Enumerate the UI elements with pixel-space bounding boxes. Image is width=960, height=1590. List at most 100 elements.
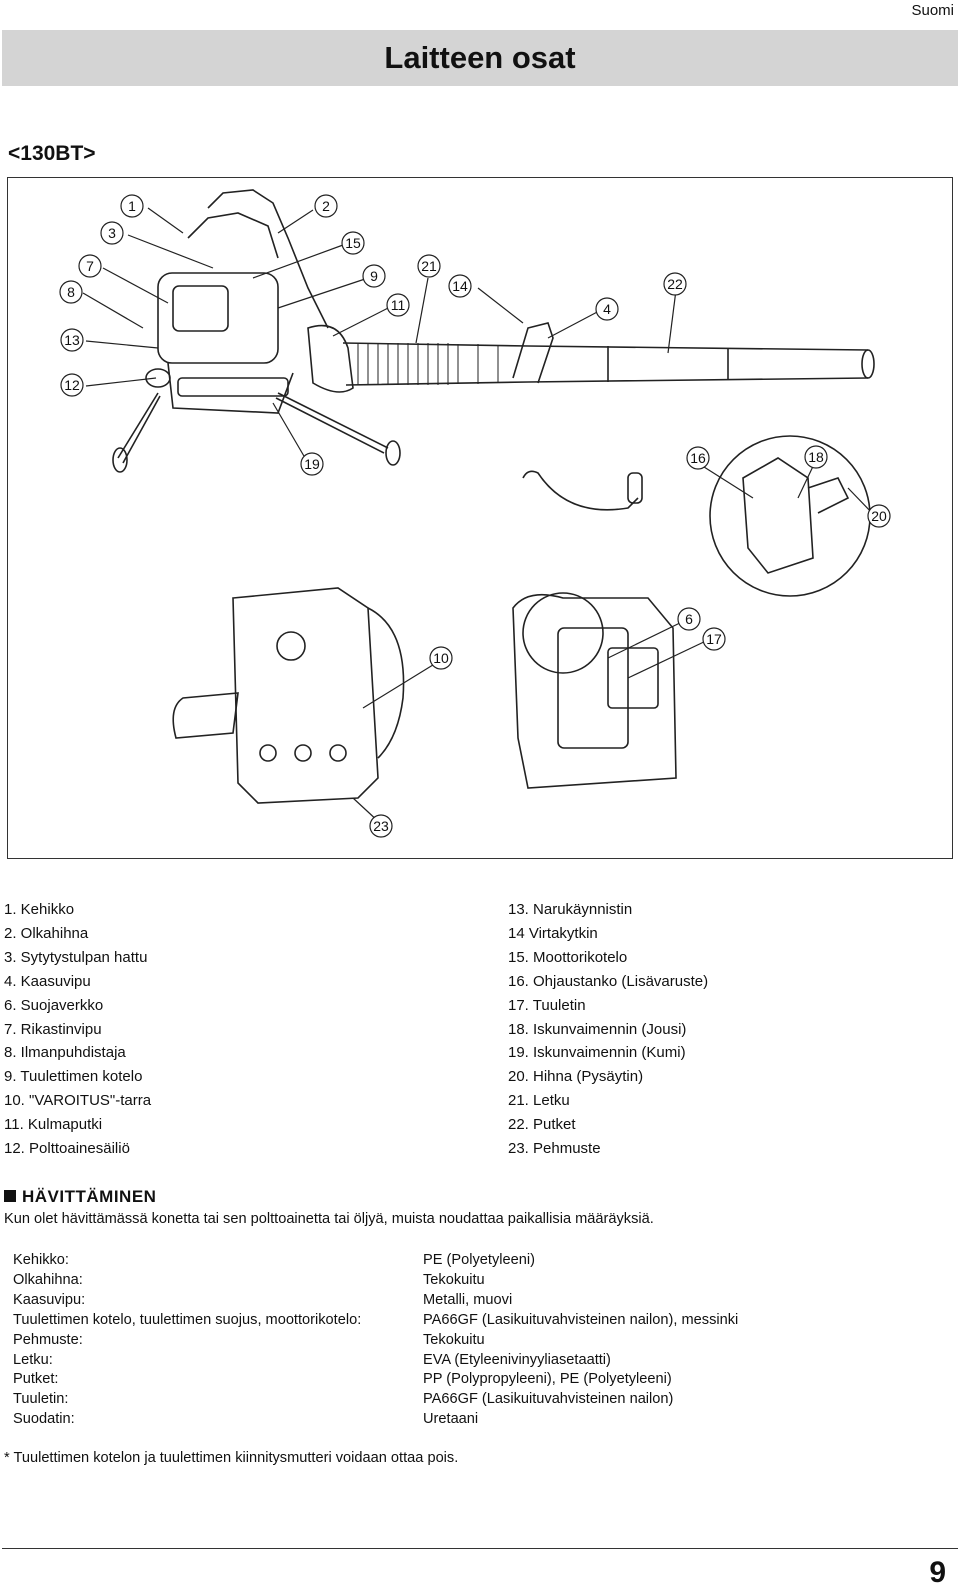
list-item: 15. Moottorikotelo — [508, 948, 628, 966]
svg-text:2: 2 — [322, 198, 330, 214]
frame-outline — [207, 189, 329, 329]
disposal-text: Kun olet hävittämässä konetta tai sen po… — [4, 1211, 654, 1227]
blower-illustration: 1 2 3 15 7 21 9 14 22 8 11 4 13 12 19 16… — [59, 189, 891, 838]
list-item: 1. Kehikko — [4, 901, 75, 918]
svg-text:18: 18 — [808, 449, 824, 465]
svg-text:10: 10 — [433, 650, 449, 666]
material-part: Suodatin: — [13, 1411, 75, 1428]
svg-text:14: 14 — [452, 278, 468, 294]
materials-parts-column: Kehikko: Olkahihna: Kaasuvipu: Tuulettim… — [13, 1251, 361, 1430]
callout-20: 20 — [867, 504, 891, 528]
parts-list-right: 13. Narukäynnistin 14 Virtakytkin 15. Mo… — [508, 898, 708, 1161]
list-item: 18. Iskunvaimennin (Jousi) — [508, 1020, 687, 1038]
svg-text:15: 15 — [345, 235, 361, 251]
material-part: Olkahihna: — [13, 1271, 83, 1288]
elbow — [307, 324, 354, 393]
callout-9: 9 — [362, 264, 386, 288]
svg-text:7: 7 — [86, 258, 94, 274]
callout-3: 3 — [100, 221, 124, 245]
throttle-handle — [512, 322, 554, 384]
svg-text:17: 17 — [706, 631, 722, 647]
disposal-heading-text: HÄVITTÄMINEN — [22, 1187, 157, 1206]
svg-text:13: 13 — [64, 332, 80, 348]
svg-text:8: 8 — [67, 284, 75, 300]
list-item: 23. Pehmuste — [508, 1140, 601, 1158]
square-bullet-icon — [4, 1190, 16, 1202]
callout-2: 2 — [314, 194, 338, 218]
fuel-tank — [167, 362, 294, 414]
svg-text:1: 1 — [128, 198, 136, 214]
material-part: Tuulettimen kotelo, tuulettimen suojus, … — [13, 1311, 362, 1328]
language-label: Suomi — [911, 2, 954, 19]
callout-17: 17 — [702, 627, 726, 651]
svg-text:16: 16 — [690, 450, 706, 466]
material-value: PA66GF (Lasikuituvahvisteinen nailon) — [423, 1391, 674, 1408]
list-item: 11. Kulmaputki — [4, 1116, 103, 1134]
callout-18: 18 — [804, 445, 828, 469]
list-item: 12. Polttoainesäiliö — [4, 1140, 130, 1158]
footnote: * Tuulettimen kotelon ja tuulettimen kii… — [4, 1450, 459, 1466]
material-value: Tekokuitu — [423, 1331, 485, 1348]
model-label: <130BT> — [8, 142, 96, 165]
list-item: 3. Sytytystulpan hattu — [4, 948, 148, 966]
svg-text:11: 11 — [391, 297, 406, 313]
svg-text:12: 12 — [64, 377, 80, 393]
material-part: Kehikko: — [13, 1252, 69, 1268]
disposal-heading: HÄVITTÄMINEN — [4, 1187, 156, 1207]
callout-10: 10 — [429, 646, 453, 670]
callout-14: 14 — [448, 274, 472, 298]
materials-column: PE (Polyetyleeni) Tekokuitu Metalli, muo… — [423, 1251, 738, 1430]
material-value: Uretaani — [423, 1411, 479, 1428]
list-item: 16. Ohjaustanko (Lisävaruste) — [508, 972, 709, 990]
callout-8: 8 — [59, 280, 83, 304]
detail-circle — [709, 435, 871, 597]
material-part: Kaasuvipu: — [13, 1291, 86, 1308]
callout-6: 6 — [677, 607, 701, 631]
callout-7: 7 — [78, 254, 102, 278]
callout-22: 22 — [663, 272, 687, 296]
svg-text:20: 20 — [871, 508, 887, 524]
list-item: 4. Kaasuvipu — [4, 972, 91, 990]
list-item: 13. Narukäynnistin — [508, 901, 633, 918]
list-item: 21. Letku — [508, 1092, 570, 1110]
flex-hose — [342, 342, 529, 386]
svg-text:6: 6 — [685, 611, 693, 627]
material-part: Letku: — [13, 1351, 53, 1368]
callout-13: 13 — [60, 328, 84, 352]
svg-text:23: 23 — [373, 818, 389, 834]
parts-diagram: 1 2 3 15 7 21 9 14 22 8 11 4 13 12 19 16… — [7, 177, 953, 859]
list-item: 22. Putket — [508, 1116, 576, 1134]
title-bar: Laitteen osat — [2, 30, 958, 86]
list-item: 9. Tuulettimen kotelo — [4, 1068, 143, 1086]
callout-19: 19 — [300, 452, 324, 476]
frame-back — [232, 587, 379, 804]
material-value: PP (Polypropyleeni), PE (Polyetyleeni) — [423, 1371, 672, 1388]
parts-list-left: 1. Kehikko 2. Olkahihna 3. Sytytystulpan… — [4, 898, 151, 1161]
callout-12: 12 — [60, 373, 84, 397]
list-item: 14 Virtakytkin — [508, 924, 598, 942]
material-part: Putket: — [13, 1371, 59, 1388]
callout-4: 4 — [595, 297, 619, 321]
svg-text:21: 21 — [421, 258, 437, 274]
svg-text:4: 4 — [603, 301, 611, 317]
material-part: Pehmuste: — [13, 1331, 83, 1348]
callout-1: 1 — [120, 194, 144, 218]
material-value: PA66GF (Lasikuituvahvisteinen nailon), m… — [423, 1311, 739, 1328]
callout-16: 16 — [686, 446, 710, 470]
callout-15: 15 — [341, 231, 365, 255]
straight-pipe — [527, 345, 869, 383]
material-value: Metalli, muovi — [423, 1291, 513, 1308]
page-number: 9 — [929, 1556, 946, 1589]
engine-cutaway — [512, 593, 677, 789]
list-item: 6. Suojaverkko — [4, 996, 104, 1014]
page-title: Laitteen osat — [384, 40, 576, 75]
svg-text:22: 22 — [667, 276, 683, 292]
svg-text:3: 3 — [108, 225, 116, 241]
callout-11: 11 — [386, 293, 410, 317]
list-item: 10. "VAROITUS"-tarra — [4, 1092, 152, 1110]
svg-text:9: 9 — [370, 268, 378, 284]
footer-divider — [2, 1548, 958, 1549]
list-item: 8. Ilmanpuhdistaja — [4, 1044, 126, 1062]
callout-23: 23 — [369, 814, 393, 838]
list-item: 19. Iskunvaimennin (Kumi) — [508, 1044, 686, 1062]
